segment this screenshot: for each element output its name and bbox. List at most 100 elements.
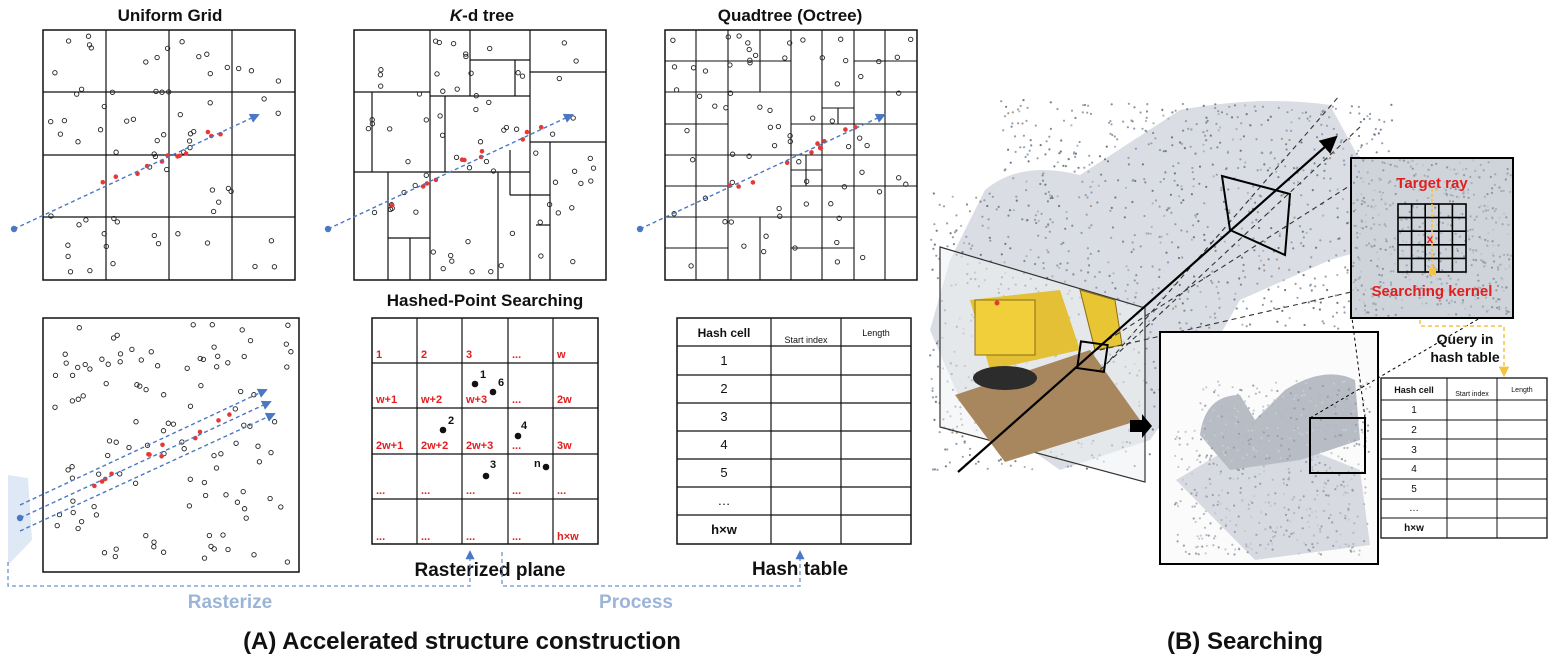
- cloud-dot: [1408, 210, 1411, 213]
- cloud-dot: [1180, 458, 1183, 461]
- cloud-dot: [1277, 176, 1280, 179]
- near-ray-point: [750, 180, 756, 185]
- scatter-point: [196, 53, 202, 60]
- scatter-point: [702, 195, 709, 201]
- cloud-dot: [1023, 259, 1026, 263]
- cloud-dot: [1058, 266, 1061, 269]
- cloud-dot: [974, 462, 978, 465]
- cloud-dot: [1325, 494, 1328, 497]
- cloud-dot: [1339, 141, 1342, 144]
- scatter-point: [908, 36, 914, 43]
- cloud-dot: [1211, 493, 1214, 497]
- cloud-dot: [1325, 537, 1328, 540]
- scatter-point: [236, 65, 242, 72]
- cloud-dot: [1492, 277, 1495, 280]
- scatter-point: [777, 213, 783, 219]
- cloud-dot: [1290, 121, 1293, 124]
- cloud-dot: [1297, 399, 1300, 402]
- scatter-point: [378, 67, 384, 73]
- kd-tree-lines: [354, 30, 606, 280]
- scatter-point: [204, 240, 211, 246]
- scatter-point: [503, 124, 510, 131]
- cloud-dot: [1276, 426, 1279, 429]
- near-ray-point: [809, 150, 814, 155]
- cloud-dot: [1234, 292, 1237, 295]
- cloud-dot: [1447, 313, 1450, 316]
- cloud-dot: [1167, 117, 1170, 120]
- cloud-dot: [1377, 213, 1380, 216]
- cloud-dot: [961, 435, 964, 438]
- cloud-dot: [1352, 201, 1355, 205]
- scatter-point: [255, 443, 261, 449]
- cloud-dot: [1389, 281, 1393, 284]
- cloud-dot: [1418, 296, 1421, 299]
- rasterize-points: [52, 322, 294, 565]
- cloud-dot: [1209, 482, 1212, 485]
- scatter-point: [570, 258, 576, 265]
- uniform-grid-panel: [10, 29, 296, 281]
- cloud-dot: [1152, 360, 1155, 363]
- cloud-dot: [981, 215, 984, 218]
- cloud-dot: [1332, 544, 1335, 548]
- cloud-dot: [1122, 240, 1125, 243]
- near-ray-point: [538, 124, 544, 130]
- cloud-dot: [1352, 410, 1355, 413]
- scatter-point: [746, 46, 752, 53]
- cloud-dot: [1152, 122, 1155, 125]
- raster-cell-label: ...: [512, 531, 521, 543]
- cloud-dot: [1218, 297, 1221, 300]
- cloud-dot: [1340, 434, 1343, 437]
- cloud-dot: [1456, 247, 1459, 250]
- cloud-dot: [1352, 531, 1355, 534]
- cloud-dot: [1280, 437, 1283, 440]
- cloud-dot: [1413, 286, 1416, 290]
- scatter-point: [430, 249, 436, 255]
- cloud-dot: [1003, 115, 1007, 118]
- cloud-dot: [1180, 185, 1183, 188]
- scatter-point: [466, 165, 473, 171]
- cloud-dot: [1131, 200, 1134, 204]
- scatter-point: [213, 465, 220, 471]
- cloud-dot: [1367, 424, 1370, 427]
- cloud-dot: [1384, 201, 1387, 205]
- cloud-dot: [1496, 306, 1499, 309]
- scatter-point: [170, 421, 177, 427]
- cloud-dot: [1348, 137, 1351, 140]
- scatter-point: [159, 89, 165, 95]
- cloud-dot: [1084, 194, 1087, 197]
- cloud-dot: [1237, 166, 1240, 170]
- cloud-dot: [1209, 315, 1212, 319]
- cloud-dot: [1259, 543, 1262, 547]
- cloud-dot: [1240, 256, 1244, 259]
- cloud-dot: [1181, 478, 1184, 481]
- cloud-dot: [1428, 252, 1431, 255]
- cloud-dot: [1253, 249, 1256, 252]
- cloud-dot: [1505, 306, 1508, 309]
- near-ray-point: [100, 179, 106, 185]
- cloud-dot: [1158, 205, 1161, 208]
- cloud-dot: [1240, 122, 1243, 125]
- cloud-dot: [1334, 294, 1337, 297]
- cloud-dot: [1311, 451, 1314, 454]
- cloud-dot: [1311, 466, 1314, 469]
- cloud-dot: [1188, 466, 1191, 469]
- cloud-dot: [1425, 302, 1428, 305]
- cloud-dot: [1135, 274, 1138, 277]
- scatter-point: [151, 539, 157, 545]
- cloud-dot: [1247, 477, 1251, 480]
- scatter-point: [453, 154, 460, 161]
- cloud-dot: [1475, 214, 1479, 217]
- cloud-dot: [936, 340, 939, 343]
- cloud-dot: [1191, 437, 1194, 440]
- cloud-dot: [1090, 191, 1093, 194]
- cloud-dot: [1176, 184, 1179, 187]
- cloud-dot: [1007, 112, 1010, 115]
- cloud-dot: [1329, 177, 1332, 180]
- cloud-dot: [1507, 223, 1510, 226]
- cloud-dot: [1176, 533, 1179, 536]
- cloud-dot: [1145, 381, 1148, 384]
- cloud-dot: [1486, 205, 1489, 208]
- cloud-dot: [1037, 256, 1040, 259]
- scatter-point: [87, 366, 93, 372]
- scatter-point: [234, 499, 241, 505]
